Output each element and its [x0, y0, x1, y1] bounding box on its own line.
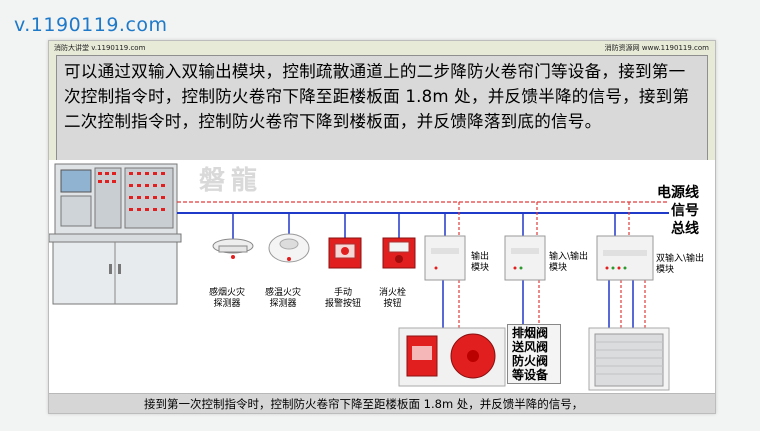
slide: 消防大讲堂 v.1190119.com 消防资源网 www.1190119.co… — [48, 40, 716, 414]
valve-devices-text: 排烟阀 送风阀 防火阀 等设备 — [512, 326, 549, 382]
manual-alarm-button-icon — [328, 237, 362, 269]
manual-alarm-label: 手动 报警按钮 — [325, 288, 362, 309]
slide-header: 消防大讲堂 v.1190119.com 消防资源网 www.1190119.co… — [49, 41, 715, 53]
valve-devices-box: 排烟阀 送风阀 防火阀 等设备 — [507, 324, 561, 384]
caption-bar: 接到第一次控制指令时，控制防火卷帘下降至距楼板面 1.8m 处，并反馈半降的信号… — [49, 393, 715, 413]
heat-detector-label: 感温火灾 探测器 — [265, 288, 302, 309]
bus-label-signal: 信号 — [671, 203, 699, 219]
smoke-detector-icon — [212, 238, 254, 259]
hydrant-button-icon — [382, 237, 416, 269]
smoke-detector-label: 感烟火灾 探测器 — [209, 288, 246, 309]
main-text: 可以通过双输入双输出模块，控制疏散通道上的二步降防火卷帘门等设备，接到第一次控制… — [64, 62, 690, 131]
header-left-text: 消防大讲堂 v.1190119.com — [54, 44, 146, 52]
main-text-box: 可以通过双输入双输出模块，控制疏散通道上的二步降防火卷帘门等设备，接到第一次控制… — [56, 55, 708, 161]
diagram-watermark: 磐龍 — [199, 166, 264, 196]
alarm-devices-frame — [398, 327, 506, 387]
io-module-label: 输入\输出 模块 — [549, 252, 589, 273]
fire-shutter-icon — [588, 327, 670, 391]
control-panel-icon — [49, 163, 182, 305]
diagram-lines — [49, 163, 670, 391]
bus-label-power: 电源线 — [657, 185, 699, 201]
hydrant-button-label: 消火栓 按钮 — [379, 288, 407, 309]
heat-detector-icon — [268, 233, 310, 263]
dual-io-module-label: 双输入\输出 模块 — [656, 254, 705, 275]
dual-io-module-icon — [596, 235, 654, 281]
fire-alarm-diagram: 磐龍 — [49, 160, 715, 405]
bus-label-main: 总线 — [671, 221, 699, 237]
site-watermark: v.1190119.com — [14, 14, 168, 36]
output-module-icon — [424, 235, 466, 281]
caption-text: 接到第一次控制指令时，控制防火卷帘下降至距楼板面 1.8m 处，并反馈半降的信号… — [144, 397, 584, 411]
output-module-label: 输出 模块 — [471, 252, 490, 273]
header-right-text: 消防资源网 www.1190119.com — [604, 44, 709, 52]
io-module-icon — [504, 235, 546, 281]
